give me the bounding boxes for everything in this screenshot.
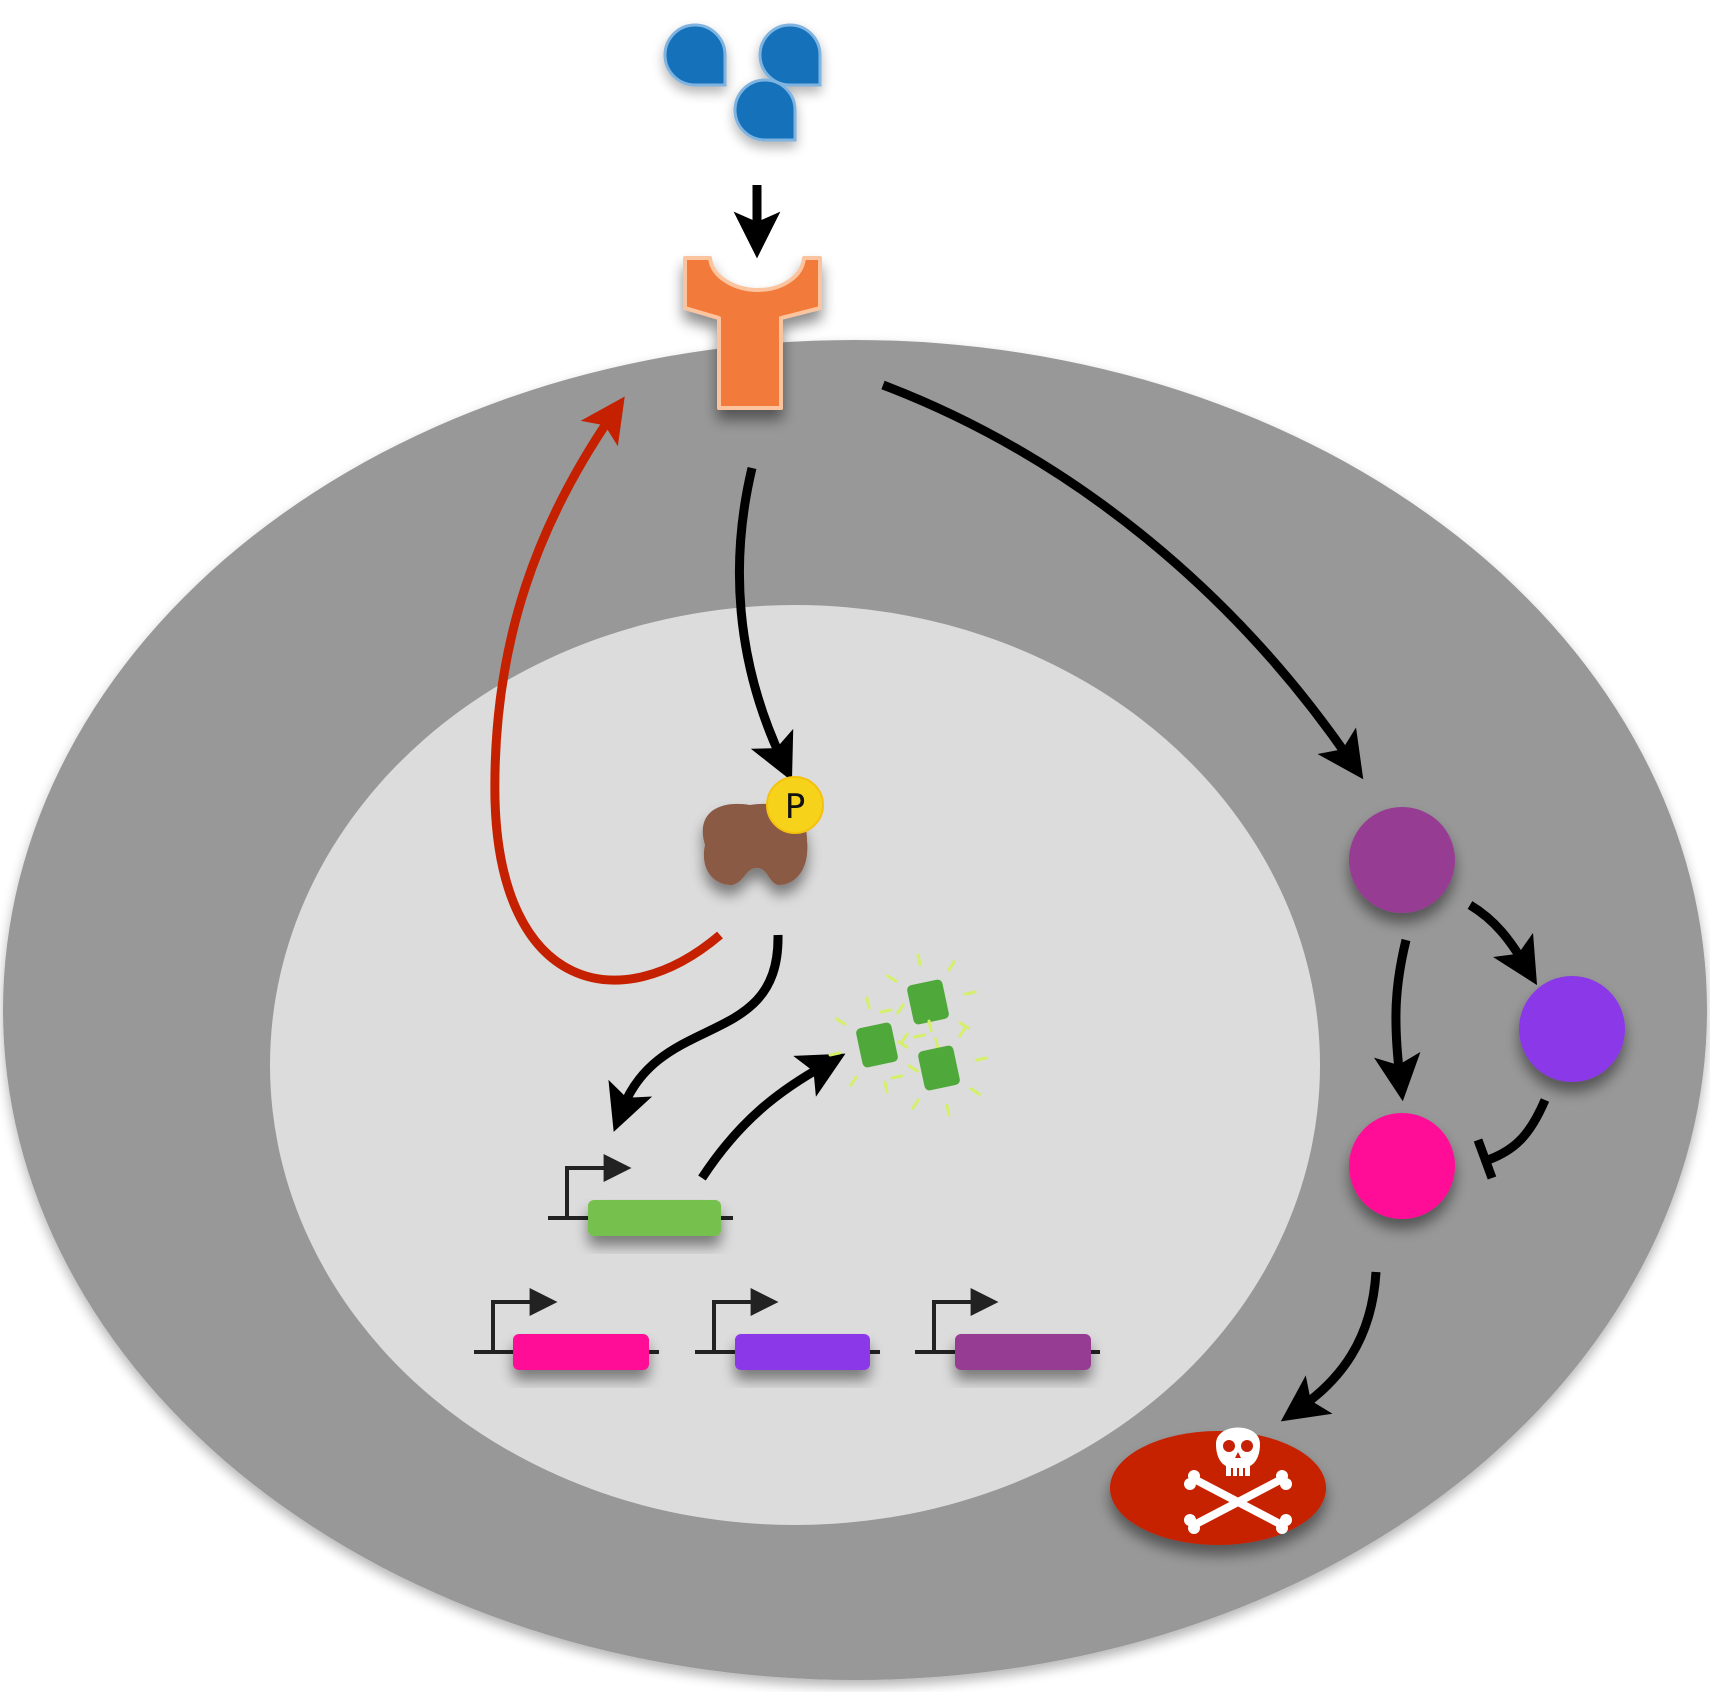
inhibition-node-violet-to-node-pink — [1486, 1098, 1550, 1165]
ligand-drop-icon — [663, 23, 727, 87]
arrow-gene-to-reporter — [698, 1053, 846, 1181]
feedback-arrow — [490, 396, 723, 985]
promoter-arrow-icon — [565, 1154, 632, 1218]
reporter-gene-box — [588, 1200, 721, 1236]
ligand-cluster — [663, 23, 822, 142]
arrow-receptor-to-tf — [734, 466, 794, 782]
node-pink — [1349, 1113, 1455, 1219]
skull-crossbones-icon — [1184, 1427, 1292, 1534]
cell-death — [1110, 1427, 1326, 1545]
arrow-tf-to-reporter-gene — [608, 934, 783, 1132]
target-gene-violet — [695, 1288, 880, 1370]
arrow-node-purple-to-node-violet — [1467, 901, 1538, 986]
node-violet — [1519, 976, 1625, 1082]
promoter-arrow-icon — [712, 1288, 779, 1352]
reporter-protein — [879, 953, 977, 1051]
gene-box-pink — [513, 1334, 649, 1370]
phospho-label: P — [785, 787, 806, 827]
arrow-node-pink-to-death — [1280, 1271, 1381, 1422]
gene-box-violet — [735, 1334, 870, 1370]
ligand-drop-icon — [733, 78, 797, 142]
reporter-protein — [890, 1019, 988, 1117]
reporter-protein — [828, 996, 926, 1094]
fluorescent-reporters — [828, 953, 988, 1117]
promoter-arrow-icon — [491, 1288, 558, 1352]
gene-box-purple — [955, 1334, 1091, 1370]
arrow-node-purple-to-node-pink — [1373, 938, 1421, 1102]
arrow-receptor-to-node-purple — [881, 380, 1364, 780]
phospho-circle-icon: P — [766, 776, 824, 834]
promoter-arrow-icon — [932, 1288, 999, 1352]
target-gene-purple — [915, 1288, 1100, 1370]
target-gene-pink — [474, 1288, 659, 1370]
reporter-gene — [548, 1154, 733, 1236]
node-purple — [1349, 807, 1455, 913]
nucleus — [270, 605, 1320, 1525]
receptor-icon — [683, 256, 822, 410]
ligand-drop-icon — [758, 23, 822, 87]
inhibition-bar — [1473, 1138, 1497, 1180]
